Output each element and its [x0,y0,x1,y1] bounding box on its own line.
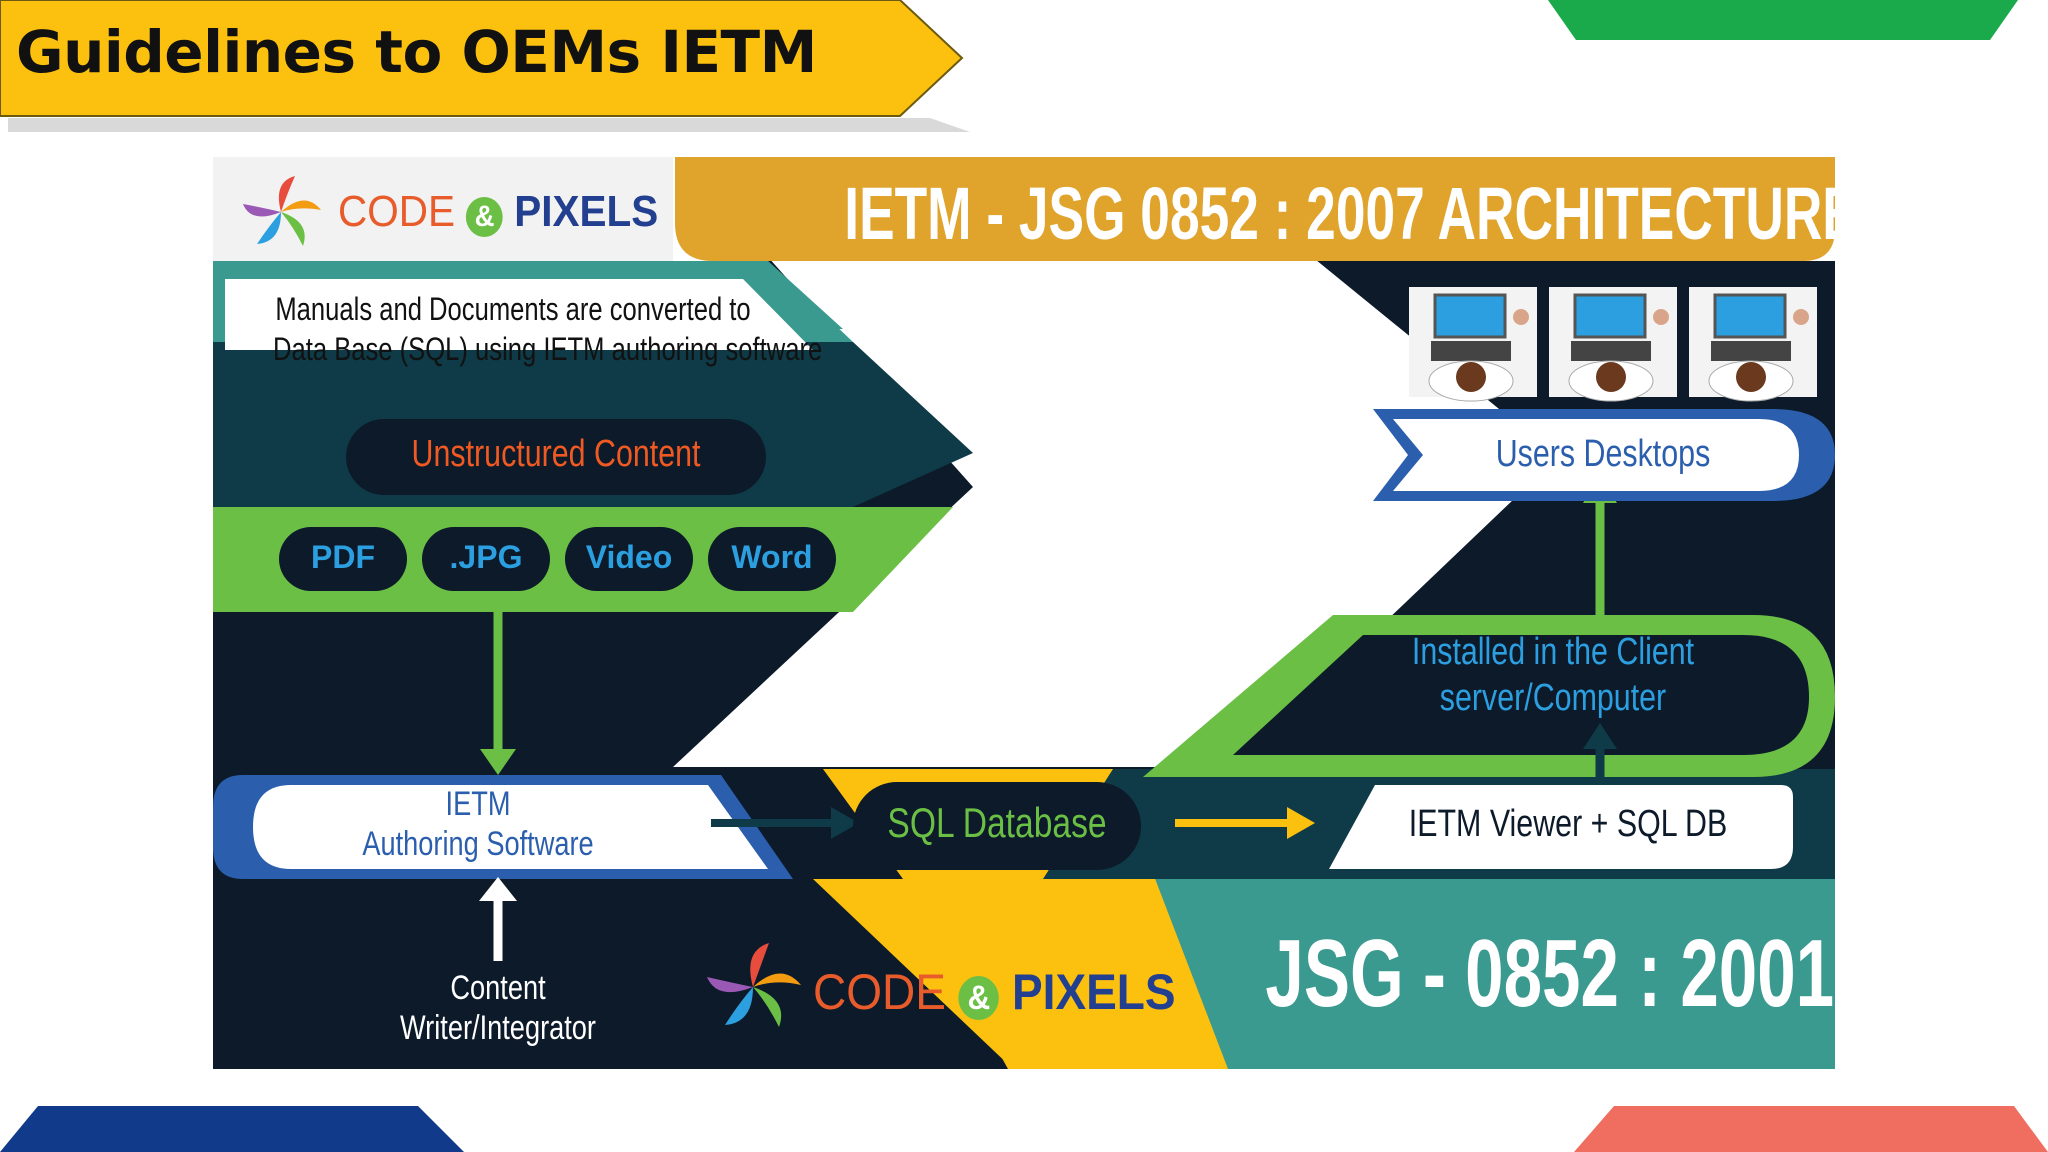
diagram-title: IETM - JSG 0852 : 2007 ARCHITECTURE [844,172,1835,255]
sql-database-label: SQL Database [887,799,1107,846]
content-writer-line1: Content [450,969,546,1007]
title-banner-shape [0,0,970,132]
logo-amp: & [466,197,504,237]
logo-code-text: CODE [338,187,455,236]
pinwheel-logo-bottom-icon [707,943,801,1027]
installed-line2: server/Computer [1439,677,1667,719]
bottom-logo-amp: & [958,976,1000,1020]
standard-label: JSG - 0852 : 2001 [1265,920,1835,1027]
bottom-logo-code-text: CODE [813,964,946,1020]
format-word: Word [731,539,813,575]
desktop-illustrations [1409,287,1817,402]
installed-line1: Installed in the Client [1411,631,1695,673]
format-jpg: .JPG [449,539,523,575]
format-video: Video [585,539,673,575]
bottom-logo-pixels-text: PIXELS [1011,964,1176,1020]
users-desktops-label: Users Desktops [1495,433,1711,475]
intro-text-line1: Manuals and Documents are converted to [275,291,751,327]
format-pdf: PDF [311,539,375,575]
logo-pixels-text: PIXELS [514,187,659,236]
content-writer-line2: Writer/Integrator [399,1009,596,1047]
unstructured-content-label: Unstructured Content [411,433,701,475]
corner-green-shape [1548,0,2018,40]
architecture-diagram: CODE & PIXELS IETM - JSG 0852 : 2007 ARC… [213,157,1835,1069]
corner-navy-shape [0,1106,464,1152]
pinwheel-logo-icon [243,176,321,246]
authoring-line2: Authoring Software [362,825,594,863]
intro-text-line2: Data Base (SQL) using IETM authoring sof… [273,331,823,367]
corner-salmon-shape [1574,1106,2048,1152]
diagram-graphics [213,157,1835,1069]
slide-title: Guidelines to OEMs IETM [16,18,817,86]
title-banner: Guidelines to OEMs IETM [0,0,970,132]
bottom-logo: CODE & PIXELS [813,963,1176,1021]
authoring-line1: IETM [445,785,511,823]
viewer-label: IETM Viewer + SQL DB [1408,803,1728,845]
header-logo: CODE & PIXELS [338,187,658,237]
